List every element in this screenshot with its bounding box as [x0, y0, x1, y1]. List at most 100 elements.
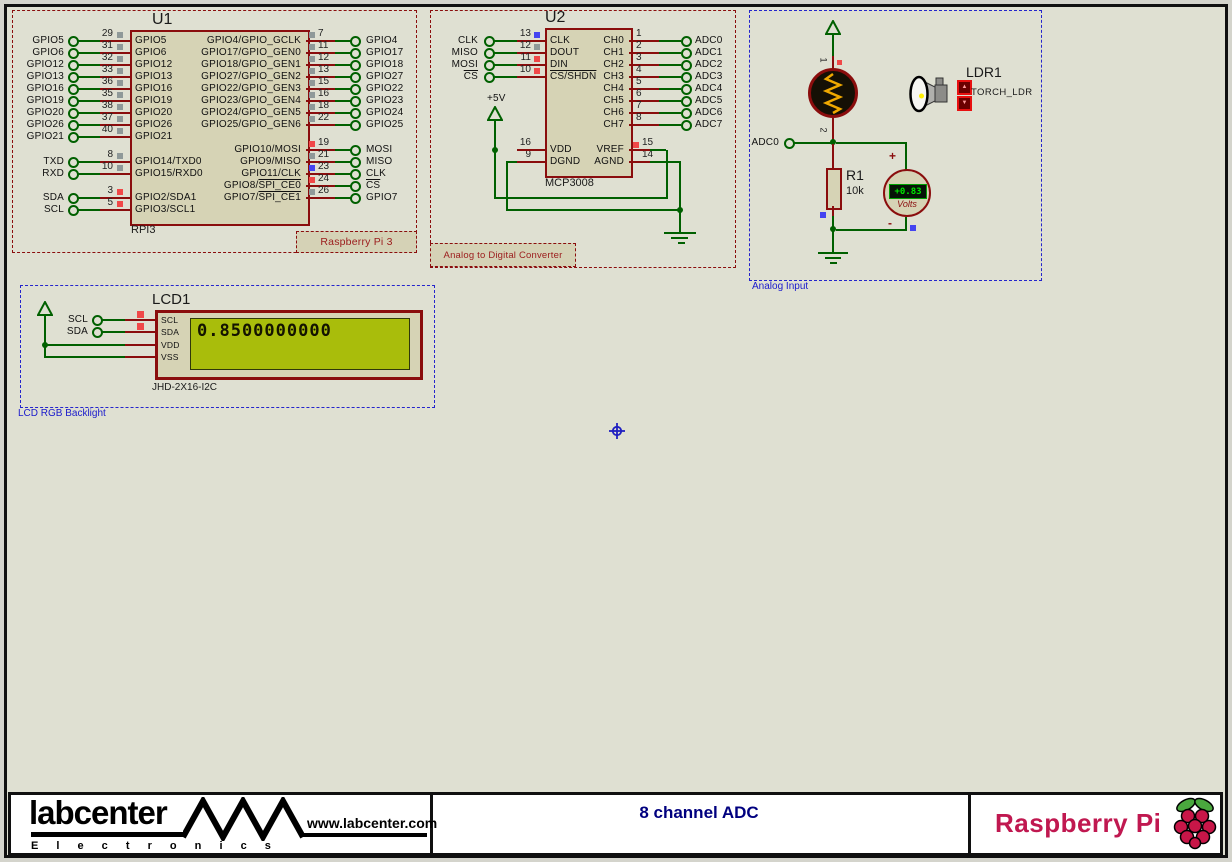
terminal[interactable] — [681, 84, 692, 95]
pin-name: GPIO24/GPIO_GEN5 — [201, 107, 301, 118]
terminal-label: ADC3 — [695, 71, 723, 82]
lcd-scl-pin — [125, 319, 155, 321]
wire — [78, 209, 100, 211]
pin-state-indicator — [910, 225, 916, 231]
pin-state-indicator — [534, 32, 540, 38]
pin-name: GPIO21 — [135, 131, 173, 142]
origin-marker — [609, 423, 625, 439]
ground-symbol — [818, 252, 848, 254]
terminal[interactable] — [350, 145, 361, 156]
u1-chip-body[interactable] — [130, 30, 310, 226]
wire — [793, 142, 831, 144]
wire — [832, 230, 834, 253]
pin-name: GPIO8/SPI_CE0 — [223, 180, 301, 191]
terminal[interactable] — [681, 36, 692, 47]
wire — [78, 173, 100, 175]
region-label-lcd: LCD RGB Backlight — [18, 408, 106, 419]
pin-name: GPIO26 — [135, 119, 173, 130]
terminal[interactable] — [350, 181, 361, 192]
pin-number: 7 — [318, 28, 324, 39]
pin-name: GPIO20 — [135, 107, 173, 118]
terminal[interactable] — [681, 108, 692, 119]
ldr-component[interactable] — [808, 68, 858, 118]
terminal[interactable] — [350, 108, 361, 119]
lcd-vdd-pin — [125, 344, 155, 346]
pin-number: 13 — [318, 64, 330, 75]
wire — [335, 100, 351, 102]
u2-pinnum-vref: 15 — [642, 137, 654, 148]
terminal[interactable] — [350, 169, 361, 180]
wire — [905, 217, 907, 230]
r1-pin-bottom — [832, 206, 834, 216]
terminal[interactable] — [681, 96, 692, 107]
ldr-pin2 — [832, 118, 834, 144]
power-arrow-icon[interactable] — [825, 20, 841, 35]
pin-state-indicator — [117, 56, 123, 62]
u2-chip-body[interactable] — [545, 28, 633, 178]
chip-pin — [517, 40, 545, 42]
terminal[interactable] — [681, 72, 692, 83]
wire — [832, 34, 834, 56]
chip-pin — [629, 64, 659, 66]
pin-number: 12 — [318, 52, 330, 63]
chip-pin — [100, 88, 130, 90]
terminal[interactable] — [350, 72, 361, 83]
terminal[interactable] — [350, 48, 361, 59]
wire — [679, 161, 681, 233]
terminal[interactable] — [681, 60, 692, 71]
terminal-label: MOSI — [451, 59, 478, 70]
pin-name: GPIO23/GPIO_GEN4 — [201, 95, 301, 106]
power-arrow-icon[interactable] — [37, 301, 53, 316]
pin-name: GPIO4/GPIO_GCLK — [206, 35, 301, 46]
terminal[interactable] — [350, 120, 361, 131]
wire — [494, 120, 496, 151]
pin-number: 15 — [318, 76, 330, 87]
terminal[interactable] — [350, 60, 361, 71]
pin-number: 37 — [101, 112, 113, 123]
adc0-terminal-label: ADC0 — [751, 137, 779, 148]
chip-pin — [100, 209, 130, 211]
pin-state-indicator — [309, 32, 315, 38]
pin-number: 31 — [101, 40, 113, 51]
wire — [335, 40, 351, 42]
junction-dot — [830, 226, 836, 232]
terminal-label: ADC2 — [695, 59, 723, 70]
terminal[interactable] — [681, 48, 692, 59]
chip-pin — [629, 40, 659, 42]
torch-decrease-button[interactable]: ▼ — [957, 96, 972, 111]
labcenter-url: www.labcenter.com — [307, 815, 438, 831]
terminal-label: GPIO12 — [26, 59, 64, 70]
junction-dot — [830, 139, 836, 145]
terminal[interactable] — [350, 193, 361, 204]
terminal[interactable] — [350, 84, 361, 95]
pin-name: GPIO27/GPIO_GEN2 — [201, 71, 301, 82]
region-label-adc: Analog to Digital Converter — [430, 243, 576, 267]
torch-increase-button[interactable]: ▲ — [957, 80, 972, 95]
terminal[interactable] — [350, 36, 361, 47]
r1-resistor[interactable] — [826, 168, 842, 210]
chip-pin — [629, 112, 659, 114]
pin-name: CH0 — [603, 35, 624, 46]
u2-pinnum-agnd: 14 — [642, 149, 654, 160]
pin-name: GPIO22/GPIO_GEN3 — [201, 83, 301, 94]
chip-pin — [306, 40, 335, 42]
ldr-pin1 — [832, 56, 834, 70]
wire — [494, 197, 668, 199]
wire — [335, 185, 351, 187]
ground-symbol — [664, 232, 696, 234]
pin-name: GPIO6 — [135, 47, 167, 58]
chip-pin — [306, 185, 335, 187]
terminal-label: GPIO6 — [32, 47, 64, 58]
terminal-label: GPIO25 — [366, 119, 404, 130]
terminal-label: SDA — [42, 192, 64, 203]
pin-state-indicator — [837, 60, 842, 65]
torch-icon[interactable] — [905, 72, 950, 116]
wire — [506, 209, 681, 211]
terminal[interactable] — [350, 96, 361, 107]
lcd-ref: LCD1 — [152, 291, 191, 308]
terminal-label: ADC7 — [695, 119, 723, 130]
terminal[interactable] — [350, 157, 361, 168]
pin-name: GPIO14/TXD0 — [135, 156, 202, 167]
terminal[interactable] — [681, 120, 692, 131]
power-arrow-icon[interactable] — [487, 106, 503, 121]
